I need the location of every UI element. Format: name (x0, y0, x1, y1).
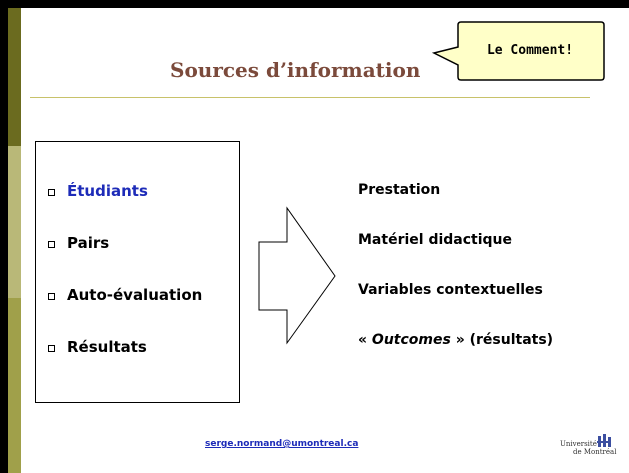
title-divider (30, 97, 590, 98)
sidebar-segment (8, 298, 21, 473)
source-label: Résultats (67, 338, 147, 356)
info-item: Prestation (358, 182, 441, 198)
sidebar-segment (8, 146, 21, 298)
slide-title: Sources d’information (170, 58, 421, 82)
information-list: Prestation Matériel didactique Variables… (358, 182, 553, 382)
info-suffix: » (résultats) (450, 332, 554, 348)
info-prefix: « (358, 332, 372, 348)
logo-mark-icon (597, 434, 611, 447)
info-item: « Outcomes » (résultats) (358, 332, 553, 382)
source-label: Auto-évaluation (67, 286, 203, 304)
university-logo: Université de Montréal (560, 434, 616, 458)
list-item: Pairs (48, 234, 202, 286)
list-item: Auto-évaluation (48, 286, 202, 338)
bullet-square-icon (48, 241, 55, 248)
list-item: Résultats (48, 338, 202, 390)
slide-sidebar (8, 8, 21, 473)
info-emphasis: Outcomes (371, 332, 451, 348)
callout-text: Le Comment! (486, 43, 574, 58)
logo-line: Université (560, 440, 597, 448)
sources-box (35, 141, 240, 403)
bullet-square-icon (48, 345, 55, 352)
source-label: Pairs (67, 234, 110, 252)
bullet-square-icon (48, 293, 55, 300)
speech-callout (431, 21, 605, 81)
logo-line: de Montréal (573, 448, 617, 456)
list-item: Étudiants (48, 182, 202, 234)
info-item: Matériel didactique (358, 232, 512, 248)
info-item: Variables contextuelles (358, 282, 543, 298)
bullet-square-icon (48, 189, 55, 196)
email-link[interactable]: serge.normand@umontreal.ca (205, 439, 359, 449)
sources-list: Étudiants Pairs Auto-évaluation Résultat… (48, 182, 202, 390)
source-label: Étudiants (67, 182, 148, 200)
